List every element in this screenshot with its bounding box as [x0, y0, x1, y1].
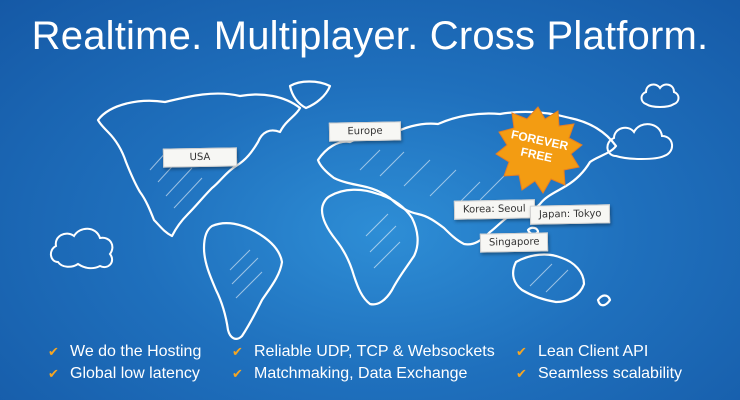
south-america-outline: [202, 222, 284, 340]
feature-list: ✔ We do the Hosting ✔ Global low latency…: [0, 343, 740, 393]
checkmark-icon: ✔: [48, 366, 59, 381]
forever-free-badge: FOREVER FREE: [493, 105, 583, 195]
africa-outline: [320, 188, 419, 306]
feature-item: ✔ Seamless scalability: [516, 365, 682, 383]
feature-label: Global low latency: [70, 365, 200, 382]
feature-item: ✔ We do the Hosting: [48, 343, 201, 361]
north-america-outline: [96, 92, 302, 238]
cloud-left: [50, 227, 114, 270]
feature-item: ✔ Global low latency: [48, 365, 200, 383]
checkmark-icon: ✔: [48, 344, 59, 359]
feature-label: Lean Client API: [538, 343, 649, 360]
checkmark-icon: ✔: [516, 344, 527, 359]
cloud-right-upper: [640, 83, 680, 108]
feature-item: ✔ Reliable UDP, TCP & Websockets: [232, 343, 495, 361]
starburst-icon: [495, 106, 583, 194]
headline: Realtime. Multiplayer. Cross Platform.: [31, 14, 709, 58]
feature-label: We do the Hosting: [70, 343, 202, 360]
feature-item: ✔ Lean Client API: [516, 343, 648, 361]
feature-label: Seamless scalability: [538, 365, 683, 382]
checkmark-icon: ✔: [232, 366, 243, 381]
cloud-right-lower: [606, 123, 673, 160]
location-tag-singapore: Singapore: [479, 232, 549, 253]
checkmark-icon: ✔: [232, 344, 243, 359]
new-zealand-outline: [596, 294, 612, 307]
location-tag-europe: Europe: [328, 121, 402, 142]
location-tag-japan: Japan: Tokyo: [529, 204, 611, 225]
checkmark-icon: ✔: [516, 366, 527, 381]
feature-label: Reliable UDP, TCP & Websockets: [254, 343, 495, 360]
location-tag-korea: Korea: Seoul: [453, 199, 535, 220]
greenland-outline: [288, 80, 332, 110]
feature-item: ✔ Matchmaking, Data Exchange: [232, 365, 467, 383]
australia-outline: [512, 253, 586, 304]
feature-label: Matchmaking, Data Exchange: [254, 365, 468, 382]
location-tag-usa: USA: [162, 147, 238, 168]
